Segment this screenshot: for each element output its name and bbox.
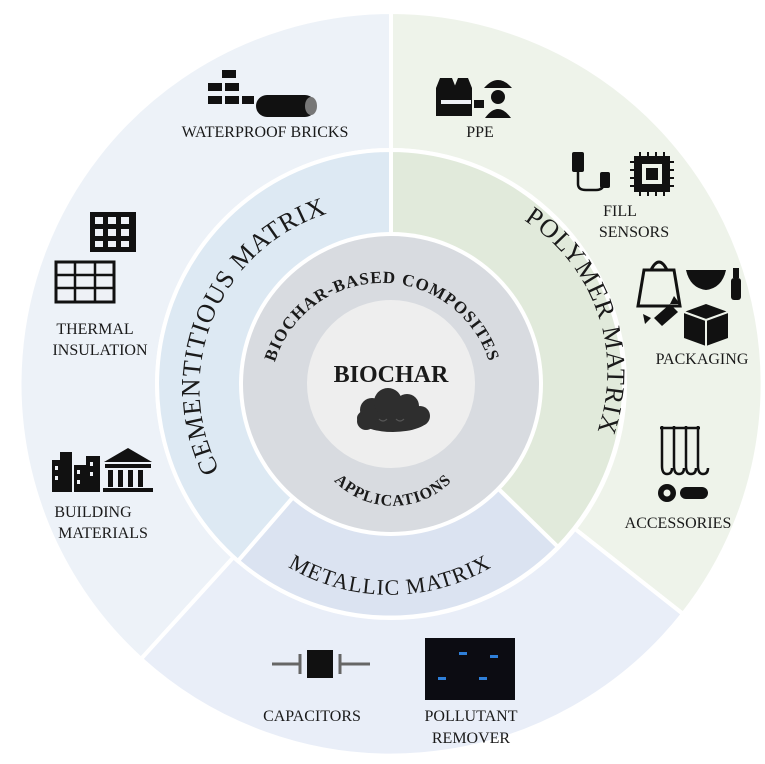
center-title: BIOCHAR bbox=[334, 362, 449, 388]
worker-vest-icon bbox=[436, 78, 512, 118]
biochar-cloud-icon bbox=[357, 388, 430, 432]
fill-sensors-label-1: FILL bbox=[603, 203, 637, 220]
accessories-label: ACCESSORIES bbox=[625, 515, 732, 532]
hooks-accessories-icon bbox=[660, 426, 710, 476]
waterproof-bricks-label: WATERPROOF BRICKS bbox=[182, 124, 349, 141]
sensor-chip-icon bbox=[572, 152, 674, 196]
buildings-icon bbox=[52, 448, 153, 492]
capacitor-icon bbox=[272, 650, 370, 678]
ppe-label: PPE bbox=[466, 124, 494, 141]
packaging-icon bbox=[636, 260, 741, 346]
thermal-insulation-label-1: THERMAL bbox=[56, 321, 133, 338]
packaging-label: PACKAGING bbox=[656, 351, 749, 368]
center-circle bbox=[307, 300, 475, 468]
fill-sensors-label-2: SENSORS bbox=[599, 224, 669, 241]
capacitors-label: CAPACITORS bbox=[263, 708, 361, 725]
pollutant-remover-label-1: POLLUTANT bbox=[425, 708, 518, 725]
clasp-icon bbox=[658, 484, 708, 502]
building-materials-label-2: MATERIALS bbox=[58, 525, 148, 542]
pollutant-panel-icon bbox=[425, 638, 515, 700]
pollutant-remover-label-2: REMOVER bbox=[432, 730, 511, 747]
building-materials-label-1: BUILDING bbox=[54, 504, 132, 521]
bricks-pipe-icon bbox=[208, 70, 317, 117]
thermal-insulation-label-2: INSULATION bbox=[52, 342, 148, 359]
insulation-panel-icon bbox=[54, 212, 136, 304]
